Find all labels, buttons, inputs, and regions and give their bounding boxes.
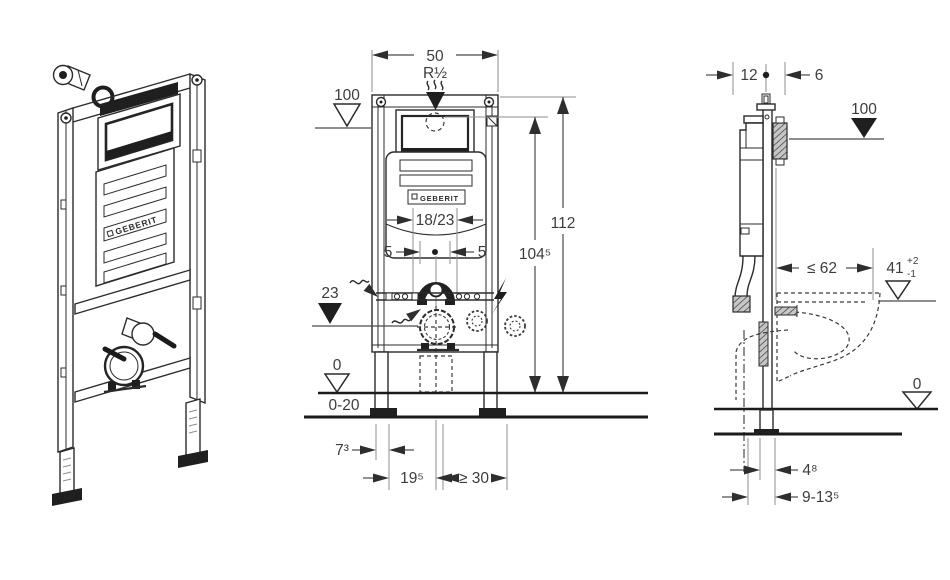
- dim-plate-width: 18/23: [416, 212, 455, 229]
- dim-inlet-thread: R½: [423, 65, 447, 82]
- front-dimensions: 50 R½ 100 112 104⁵: [304, 48, 648, 490]
- front-cistern: GEBERIT: [385, 151, 487, 259]
- dim-foot-offset: 4⁸: [802, 462, 817, 479]
- level-drain: 23: [321, 285, 338, 302]
- dim-pan-depth: ≤ 62: [807, 260, 837, 277]
- dim-wall-offset: 7³: [335, 442, 349, 459]
- flush-elbow: [121, 317, 155, 346]
- dim-width: 50: [426, 48, 444, 65]
- flush-bend: [732, 255, 756, 313]
- dim-drain-offset: 19⁵: [400, 470, 424, 487]
- dim-pan-height: 41: [886, 260, 903, 277]
- cistern-panel: GEBERIT: [95, 147, 175, 287]
- isometric-view: GEBERIT: [52, 64, 208, 506]
- side-leg: [754, 409, 779, 434]
- level-100-front: 100: [334, 87, 360, 104]
- front-mechanism: [376, 208, 526, 393]
- brand-logo-front: GEBERIT: [420, 194, 459, 203]
- pan-dimensions: ≤ 62 41 +2 -1: [776, 248, 936, 302]
- dim-total-height: 112: [551, 215, 576, 232]
- wc-pan-outline: [735, 292, 881, 472]
- side-top-dimensions: 12 6: [706, 62, 823, 95]
- dim-clearance: ≥ 30: [459, 470, 489, 487]
- side-level-100: 100: [789, 101, 884, 140]
- frame-legs: [52, 398, 208, 506]
- dim-offset-right: 5: [478, 244, 487, 261]
- side-bottom-dimensions: 4⁸ 9-13⁵: [722, 438, 839, 506]
- flexible-connection-arrows: [349, 279, 421, 324]
- dim-frame-depth: 12: [740, 67, 757, 84]
- dim-connection-height: 104⁵: [519, 246, 551, 263]
- dim-depth-range: 9-13⁵: [802, 489, 839, 506]
- water-supply-fitting: [52, 64, 91, 91]
- fixing-pins: [102, 331, 177, 362]
- level-zero-side: 0: [913, 376, 922, 393]
- dim-plate-depth: 6: [815, 67, 824, 84]
- dim-pan-tol-minus: -1: [907, 269, 916, 280]
- lightning-bolt-icon: [492, 278, 507, 314]
- side-view: 12 6 1: [706, 62, 938, 506]
- front-view: GEBERIT: [304, 48, 648, 490]
- level-100-side: 100: [851, 101, 877, 118]
- frame-rails: [57, 72, 206, 453]
- side-level-zero: 0: [901, 376, 933, 411]
- dim-offset-left: 5: [384, 244, 393, 261]
- flush-plate-box: [772, 116, 788, 300]
- front-legs: [370, 351, 506, 416]
- dim-pan-tol-plus: +2: [907, 256, 919, 267]
- screed-range: 0-20: [328, 397, 359, 414]
- side-profile: [739, 93, 776, 410]
- access-opening: [97, 82, 181, 171]
- level-zero-front: 0: [333, 357, 342, 374]
